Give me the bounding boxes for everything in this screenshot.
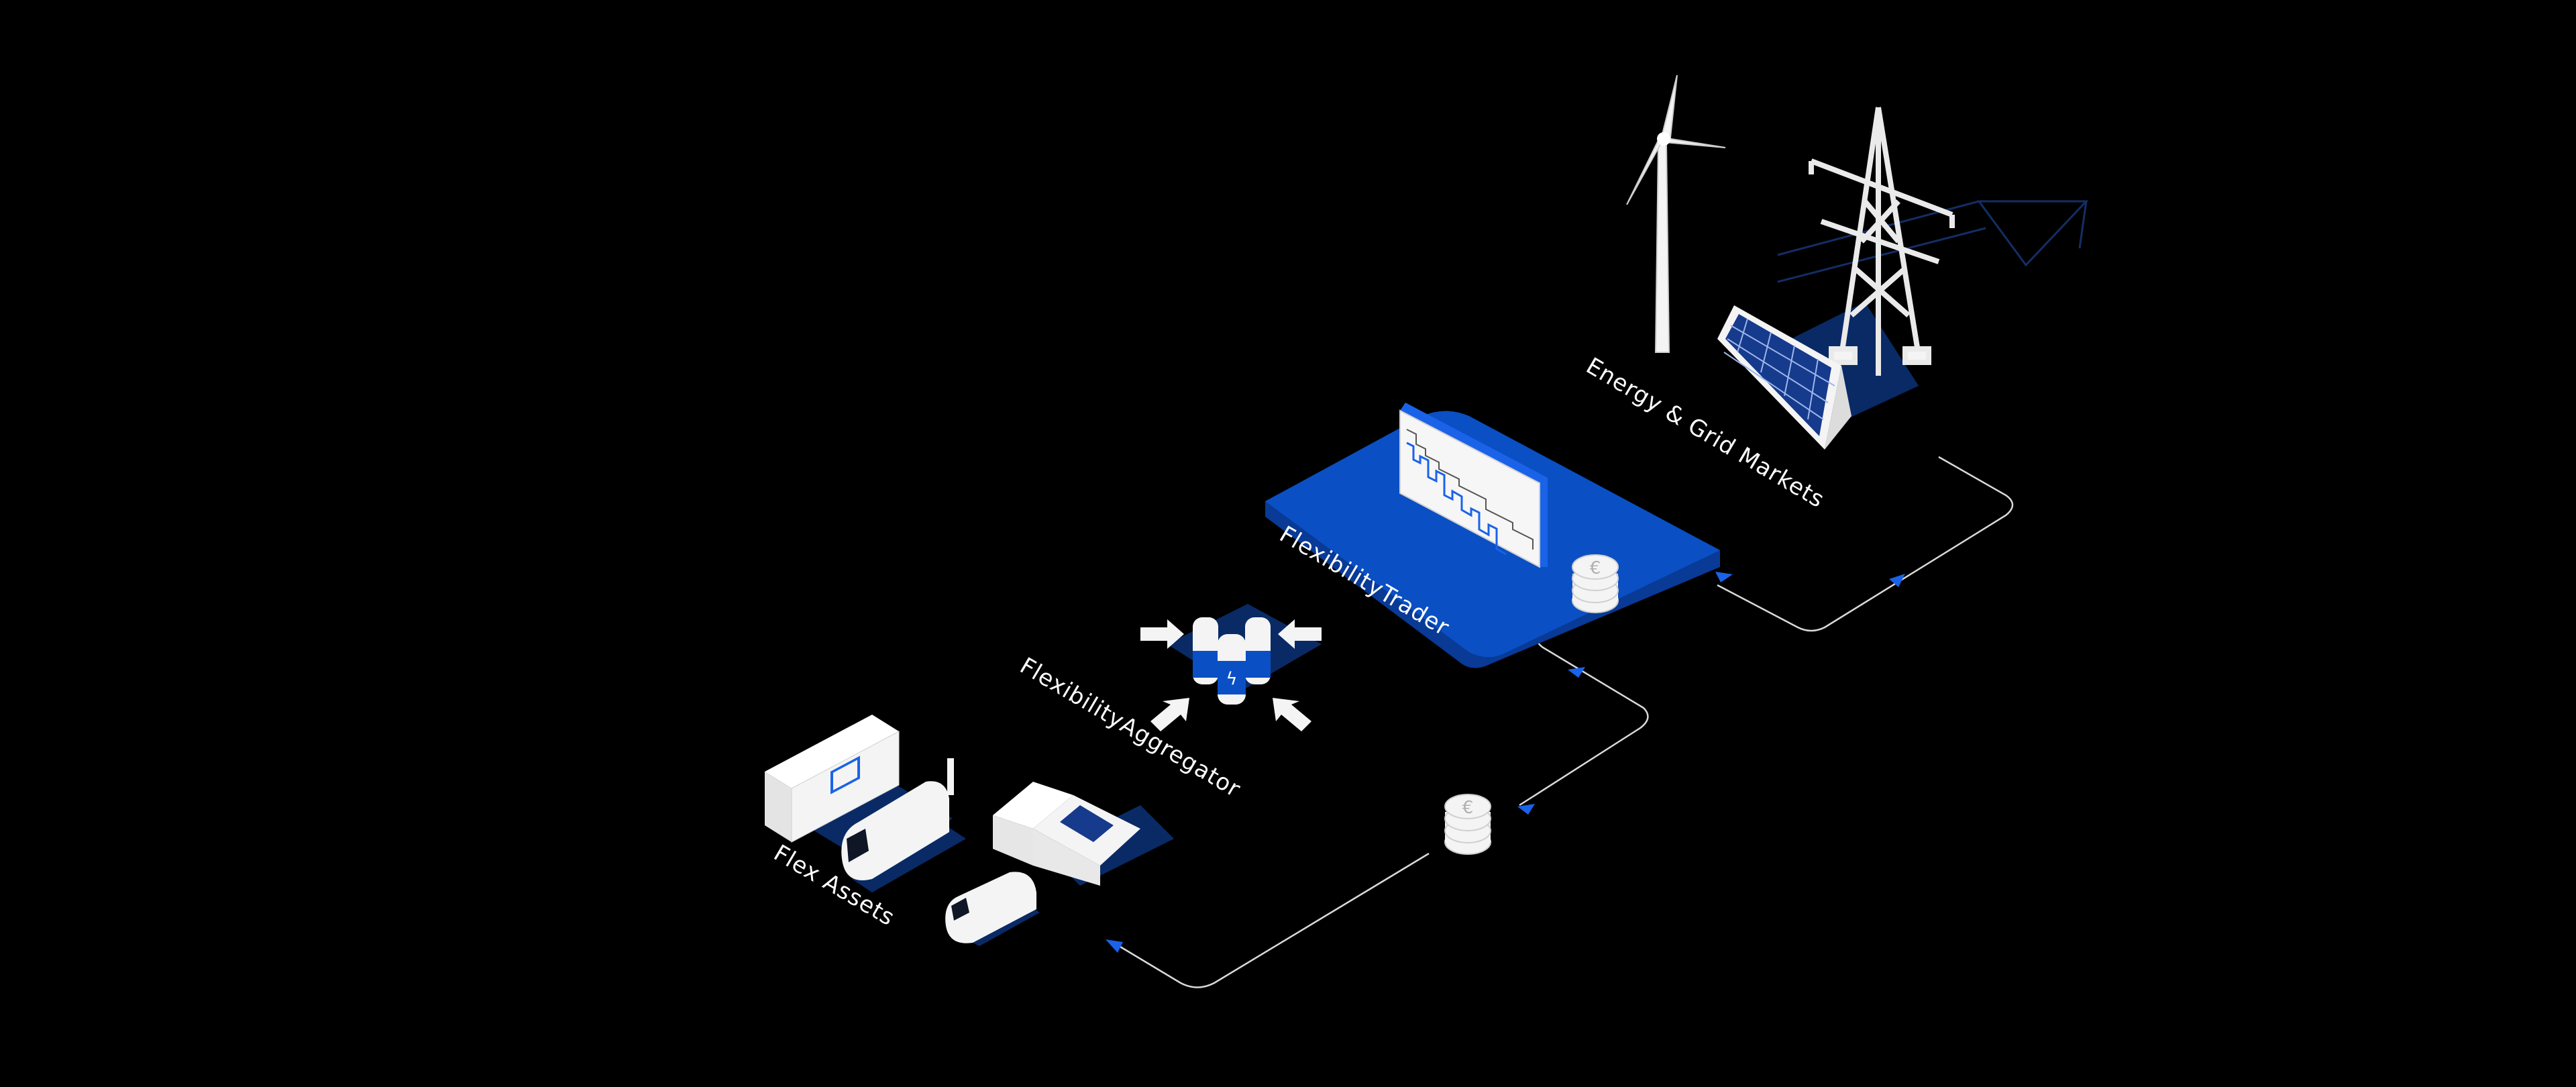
arrow-icon <box>1106 939 1123 953</box>
wind-turbine-icon <box>1626 74 1726 353</box>
battery-container-icon <box>765 715 900 843</box>
battery-cluster-icon: ϟ <box>1193 617 1271 705</box>
flexibility-trader-illustration: € FlexibilityTrader <box>1265 403 1720 668</box>
connector-markets-to-trader <box>1717 456 2014 632</box>
power-line-icon <box>1977 200 2089 267</box>
arrow-icon <box>1568 667 1585 678</box>
solar-panel-icon <box>1717 305 1851 450</box>
inward-arrows-icon <box>1140 619 1322 731</box>
flow-arrows <box>1106 572 1905 953</box>
flexibility-aggregator-illustration: ϟ FlexibilityAggregator <box>1015 604 1322 803</box>
arrow-icon <box>1517 804 1535 815</box>
trading-chart-screen <box>1399 403 1548 568</box>
lightning-icon: ϟ <box>1226 669 1237 689</box>
connector-trader-to-aggregator <box>1519 627 1649 807</box>
arrow-icon <box>1715 572 1733 582</box>
euro-icon: € <box>1590 558 1601 578</box>
van-icon <box>841 781 966 892</box>
price-chart-line <box>1406 442 1507 556</box>
energy-grid-markets-illustration: Energy & Grid Markets <box>1581 74 2089 513</box>
euro-coins-stack-icon: € <box>1572 554 1619 613</box>
euro-coins-stack-icon: € <box>1444 794 1491 855</box>
flex-assets-illustration: Flex Assets <box>765 715 1174 946</box>
transmission-tower-icon <box>1809 107 1955 376</box>
charging-station-icon <box>947 758 954 795</box>
house-with-solar-icon <box>993 782 1174 886</box>
car-icon <box>945 872 1040 946</box>
connector-coins-to-assets <box>1113 852 1430 988</box>
arrow-icon <box>1889 574 1905 587</box>
euro-icon: € <box>1462 798 1474 818</box>
